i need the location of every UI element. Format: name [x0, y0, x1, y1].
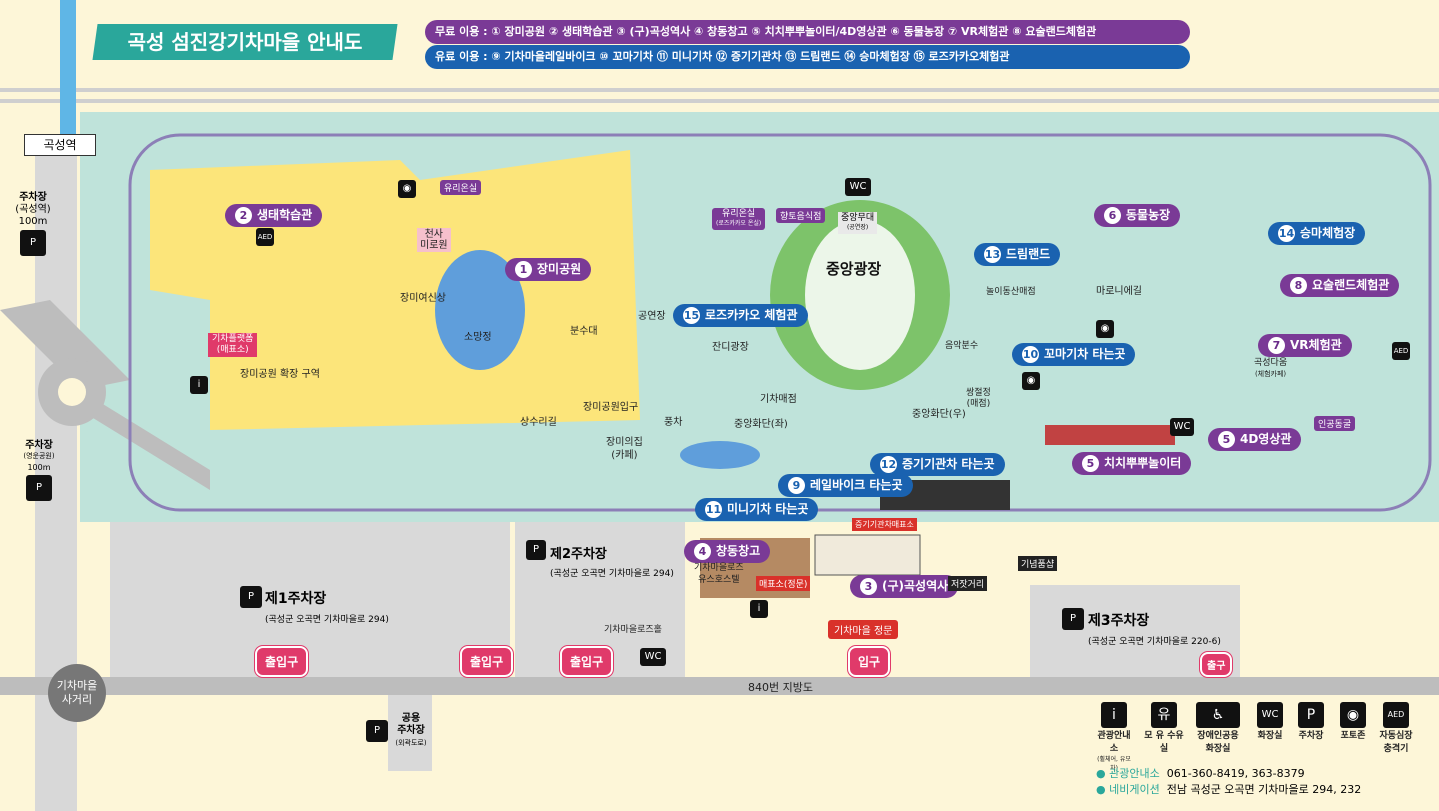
train-store-label: 기차매점 [760, 394, 797, 405]
accessible-restroom-icon: ♿ [1196, 702, 1240, 728]
aed-icon: AED [1383, 702, 1409, 728]
parking-icon: P [26, 475, 52, 501]
station-street-label: 저잣거리 [948, 576, 988, 591]
parking-station: 주차장 (곡성역) 100m P [8, 192, 58, 256]
angel-garden-label: 천사 미로원 [417, 228, 451, 252]
exit-1[interactable]: 출입구 [255, 646, 309, 677]
windmill-label: 풍차 [664, 417, 683, 428]
artificial-cave-label: 인공동굴 [1314, 416, 1356, 431]
map-title: 곡성 섬진강기차마을 안내도 [92, 24, 398, 60]
restroom-icon: WC [1257, 702, 1283, 728]
station-label: 곡성역 [24, 134, 96, 156]
rose-entrance-label: 장미공원입구 [583, 402, 639, 413]
local-restaurant-label: 향토음식점 [776, 208, 826, 223]
parking-yeongun: 주차장 (영운공원) 100m P [14, 440, 64, 501]
gokseong-cafe-label: 곡성다움(체험카페) [1254, 358, 1288, 378]
sangsu-label: 상수리길 [520, 417, 557, 428]
greenhouse-1-label: 유리온실 [440, 180, 482, 195]
central-stage-label: 중앙무대(공연장) [838, 212, 878, 234]
amusement-shop-label: 놀이동산매점 [986, 287, 1036, 297]
exit-3[interactable]: 출입구 [560, 646, 614, 677]
central-flower-right-label: 중앙화단(우) [912, 409, 966, 420]
rose-expansion-label: 장미공원 확장 구역 [240, 369, 320, 380]
paid-use-bar: 유료 이용 : ⑨ 기차마을레일바이크 ⑩ 꼬마기차 ⑪ 미니기차 ⑫ 증기기관… [425, 45, 1190, 69]
road-label: 840번 지방도 [748, 681, 813, 694]
parking-2: 제2주차장 (곡성군 오곡면 기차마을로 294) [550, 547, 674, 579]
legend-photo: ◉포토존 [1333, 702, 1373, 741]
souvenir-label: 기념품샵 [1018, 556, 1058, 571]
parking-icon: P [366, 720, 388, 742]
train-platform-label: 기차플랫폼(매표소) [208, 333, 258, 357]
parking-1: 제1주차장 (곡성군 오곡면 기차마을로 294) [265, 591, 389, 625]
photo-zone-icon: ◉ [398, 180, 416, 198]
attraction-old-station[interactable]: 3(구)곡성역사 [850, 575, 959, 598]
aed-icon: AED [256, 228, 274, 246]
restroom-icon: WC [640, 648, 666, 666]
parking-icon: P [240, 586, 262, 608]
stage-label: 공연장 [638, 311, 666, 322]
restroom-icon: WC [1170, 418, 1194, 436]
fountain-label: 분수대 [570, 326, 598, 337]
ticket-main-label: 매표소(정문) [756, 576, 811, 591]
exit-rear[interactable]: 출구 [1200, 652, 1233, 677]
rose-hall-label: 기차마을로즈홀 [604, 625, 662, 635]
central-flower-left-label: 중앙화단(좌) [734, 419, 788, 430]
parking-icon: P [20, 230, 46, 256]
music-fountain-label: 음악분수 [945, 341, 979, 351]
parking-icon: P [526, 540, 546, 560]
central-plaza-label: 중앙광장 [826, 260, 882, 278]
photo-zone-icon: ◉ [1096, 320, 1114, 338]
photo-zone-icon: ◉ [1022, 372, 1040, 390]
steam-ticket-label: 증기기관차매표소 [852, 518, 917, 531]
marony-label: 마로니에길 [1096, 286, 1142, 297]
rose-house-label: 장미의집(카페) [606, 437, 643, 461]
photo-zone-icon: ◉ [1340, 702, 1366, 728]
nursing-room-icon: 유 [1151, 702, 1177, 728]
intersection-label: 기차마을 사거리 [48, 664, 106, 722]
free-use-bar: 무료 이용 : ① 장미공원 ② 생태학습관 ③ (구)곡성역사 ④ 창동창고 … [425, 20, 1190, 44]
ssangjeol-label: 쌍절정(매점) [966, 388, 991, 409]
rose-goddess-label: 장미여신상 [400, 293, 446, 304]
info-icon: i [1101, 702, 1127, 728]
restroom-icon: WC [845, 178, 871, 196]
exit-2[interactable]: 출입구 [460, 646, 514, 677]
lawn-plaza-label: 잔디광장 [712, 342, 749, 353]
contact-info: ● 관광안내소 061-360-8419, 363-8379 ● 네비게이션 전… [1096, 767, 1362, 796]
main-gate-label: 기차마을 정문 [828, 620, 899, 639]
shared-parking: 공용 주차장 (외곽도로) [395, 713, 427, 747]
info-icon: i [750, 600, 768, 618]
parking-3: 제3주차장 (곡성군 오곡면 기차마을로 220-6) [1088, 613, 1221, 647]
sojeong-label: 소망정 [464, 332, 492, 343]
info-icon: i [190, 376, 208, 394]
greenhouse-2-label: 유리온실(로즈카카오 온실) [712, 208, 766, 230]
parking-icon: P [1062, 608, 1084, 630]
legend-accessible-restroom: ♿장애인공용 화장실 [1192, 702, 1244, 754]
main-entrance[interactable]: 입구 [848, 646, 891, 677]
parking-icon: P [1298, 702, 1324, 728]
aed-icon: AED [1392, 342, 1410, 360]
